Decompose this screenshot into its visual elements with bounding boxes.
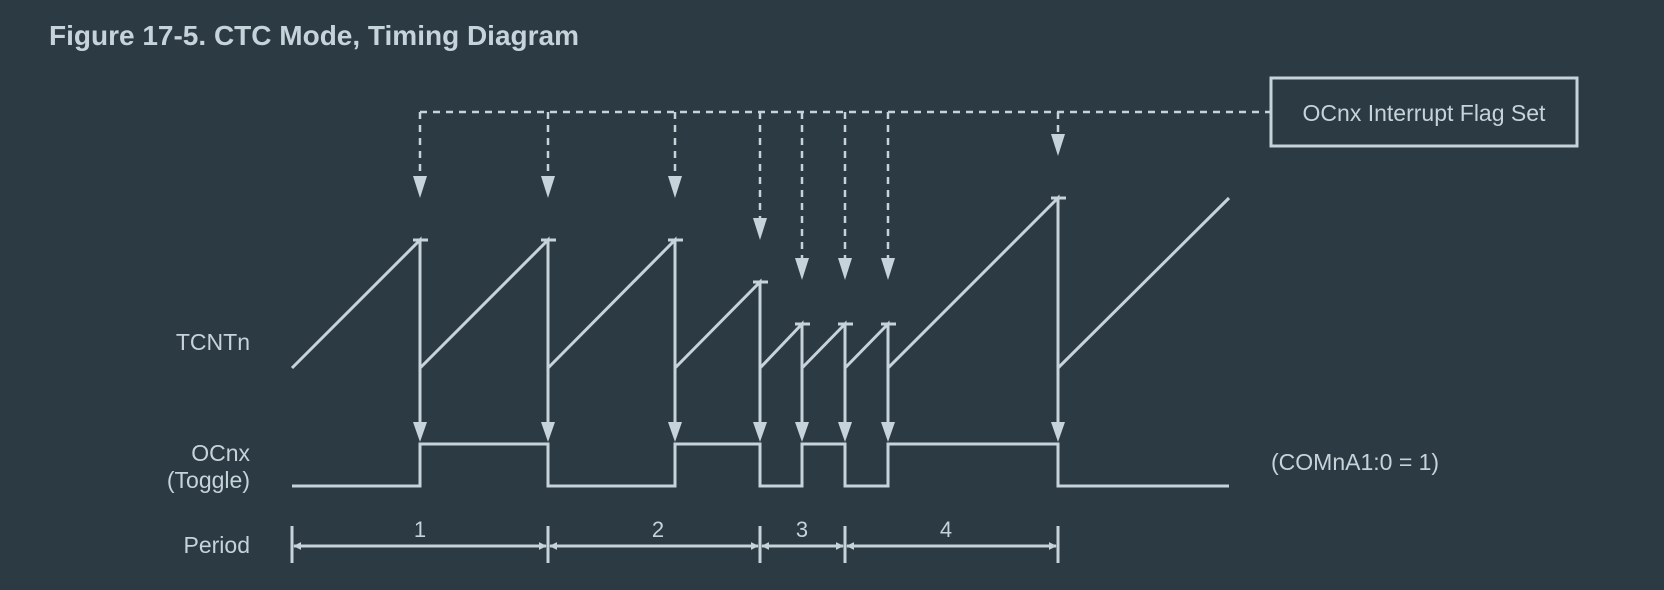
flag-arrow-8 [1051,112,1065,156]
tcnt-waveform [290,194,1231,372]
period-number-2: 2 [652,517,664,542]
match-arrow-8 [1051,368,1065,442]
ocnx-toggle-label: (Toggle) [167,467,250,493]
flag-arrow-7 [881,112,895,280]
period-number-4: 4 [940,517,952,542]
flag-arrow-5 [795,112,809,280]
flag-arrow-3 [668,112,682,198]
ocnx-label: OCnx [191,440,250,466]
match-arrow-6 [838,368,852,442]
period-number-3: 3 [796,517,808,542]
flag-arrow-2 [541,112,555,198]
mode-note: (COMnA1:0 = 1) [1271,449,1439,475]
period-label: Period [184,532,250,558]
flag-arrow-1 [413,112,427,198]
compare-match-arrows [413,368,1065,442]
match-arrow-7 [881,368,895,442]
ocnx-waveform [292,442,1229,488]
flag-arrow-6 [838,112,852,280]
tcnt-label: TCNTn [176,329,250,355]
figure-title: Figure 17-5. CTC Mode, Timing Diagram [49,20,579,51]
match-arrow-4 [753,368,767,442]
match-arrow-5 [795,368,809,442]
match-arrow-1 [413,368,427,442]
period-markers: 1 2 3 4 [290,517,1060,563]
match-arrow-2 [541,368,555,442]
flag-arrow-4 [753,112,767,240]
callout-label: OCnx Interrupt Flag Set [1303,100,1546,126]
interrupt-flag-callout: OCnx Interrupt Flag Set [1269,76,1579,148]
period-number-1: 1 [414,517,426,542]
tcnt-sawtooth [290,194,1231,372]
match-arrow-3 [668,368,682,442]
interrupt-flag-bus [413,110,1271,280]
